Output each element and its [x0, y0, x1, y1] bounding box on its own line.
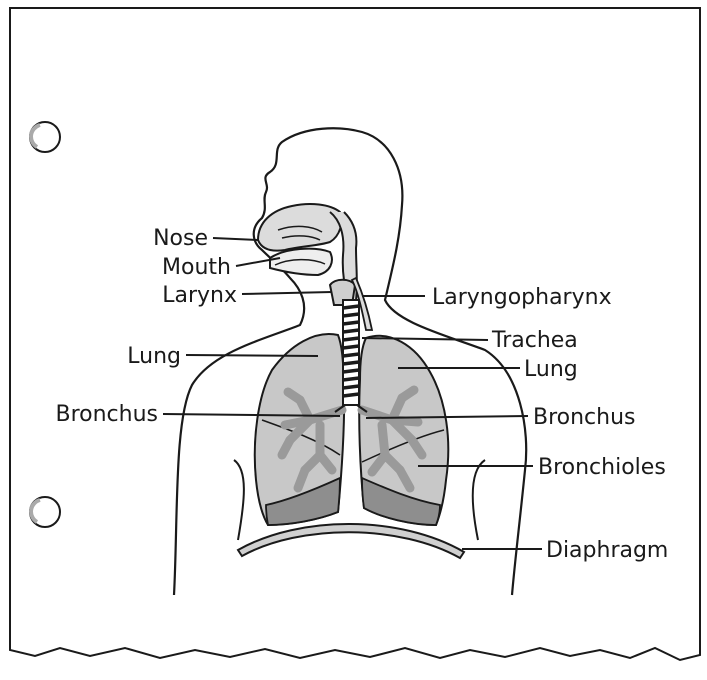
- leader-lung-left: [186, 355, 318, 356]
- label-mouth: Mouth: [162, 255, 231, 280]
- label-bronchus-right: Bronchus: [533, 405, 636, 430]
- label-diaphragm: Diaphragm: [546, 538, 668, 563]
- label-nose: Nose: [153, 226, 208, 251]
- label-bronchus-left: Bronchus: [55, 402, 158, 427]
- binder-hole-icon: [30, 122, 60, 152]
- binder-hole-icon: [30, 497, 60, 527]
- label-trachea: Trachea: [491, 328, 578, 353]
- oral-cavity: [270, 249, 332, 275]
- label-bronchioles: Bronchioles: [538, 455, 666, 480]
- label-lung-left: Lung: [127, 344, 181, 369]
- label-laryngopharynx: Laryngopharynx: [432, 285, 612, 310]
- label-lung-right: Lung: [524, 357, 578, 382]
- label-larynx: Larynx: [162, 283, 237, 308]
